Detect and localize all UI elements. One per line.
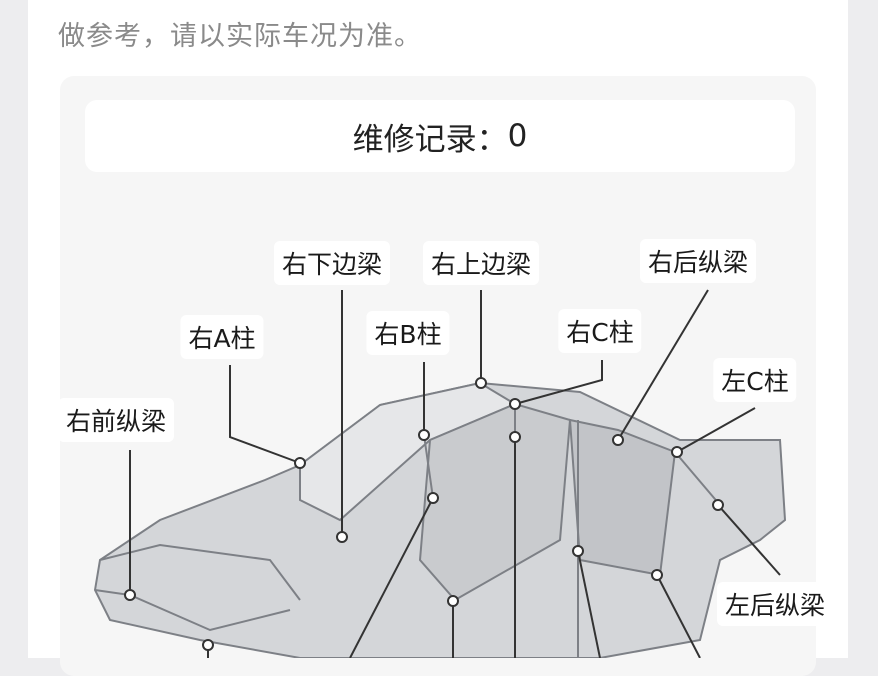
disclaimer-note: 做参考，请以实际车况为准。 bbox=[58, 21, 422, 52]
marker-dots bbox=[124, 377, 724, 651]
label-left-rear-rail[interactable]: 左后纵梁 bbox=[716, 582, 834, 626]
label-right-lower-sill[interactable]: 右下边梁 bbox=[273, 241, 391, 285]
label-right-rear-rail[interactable]: 右后纵梁 bbox=[639, 239, 757, 283]
car-body-diagram bbox=[93, 289, 787, 658]
label-right-front-rail[interactable]: 右前纵梁 bbox=[57, 398, 175, 442]
label-left-c-pillar[interactable]: 左C柱 bbox=[713, 358, 797, 402]
label-right-c-pillar[interactable]: 右C柱 bbox=[558, 309, 642, 353]
leader-lines bbox=[129, 289, 781, 658]
repair-record-label: 维修记录： bbox=[352, 121, 508, 158]
label-right-b-pillar[interactable]: 右B柱 bbox=[366, 311, 450, 355]
car-body-illustration bbox=[93, 381, 787, 658]
repair-record-value: 0 bbox=[507, 118, 528, 154]
label-right-upper-rail[interactable]: 右上边梁 bbox=[422, 241, 540, 285]
repair-record-count: 维修记录： 0 bbox=[85, 100, 795, 172]
label-right-a-pillar[interactable]: 右A柱 bbox=[180, 315, 264, 359]
